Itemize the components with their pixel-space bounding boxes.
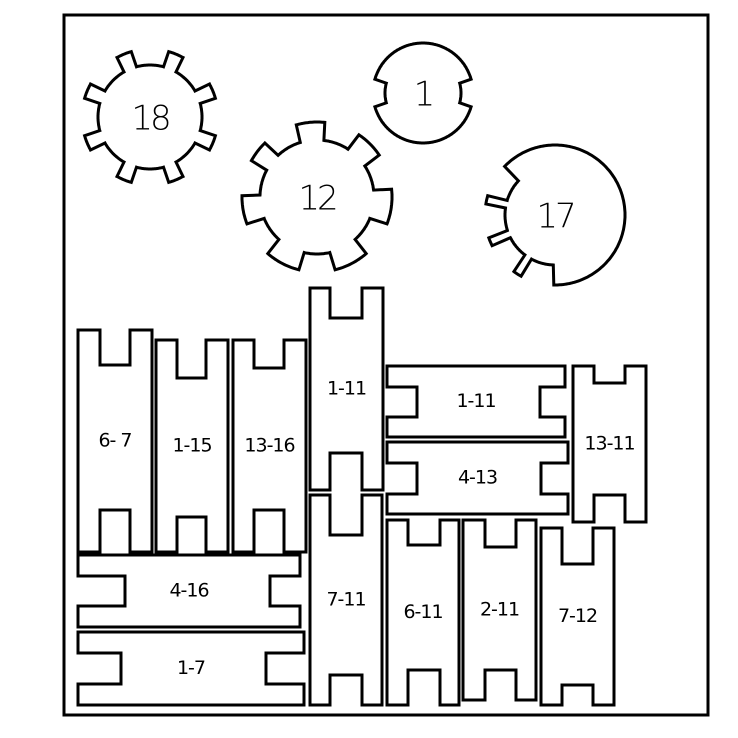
block-outline bbox=[539, 526, 616, 707]
gear-label: 12 bbox=[298, 179, 336, 219]
block-label: 1-15 bbox=[172, 435, 211, 457]
gear-piece-1: 1 bbox=[372, 41, 474, 145]
block-label: 4-13 bbox=[458, 467, 497, 489]
block-piece-7-12: 7-12 bbox=[539, 526, 616, 707]
block-label: 1-7 bbox=[177, 657, 205, 679]
block-label: 7-11 bbox=[326, 589, 365, 611]
block-label: 1-11 bbox=[327, 378, 366, 400]
gear-label: 18 bbox=[131, 99, 169, 139]
block-piece-6-7: 6- 7 bbox=[76, 328, 154, 554]
sheet-border bbox=[62, 13, 710, 717]
gear-piece-12: 12 bbox=[240, 120, 394, 272]
block-piece-13-11: 13-11 bbox=[571, 364, 648, 524]
block-piece-1-15: 1-15 bbox=[154, 338, 230, 554]
block-label: 4-16 bbox=[169, 580, 208, 602]
block-piece-7-11: 7-11 bbox=[308, 493, 384, 707]
gear-label: 17 bbox=[536, 197, 573, 237]
block-outline bbox=[461, 518, 538, 702]
block-label: 13-11 bbox=[584, 433, 634, 455]
block-outline bbox=[154, 338, 230, 554]
block-piece-1-7: 1-7 bbox=[76, 630, 306, 707]
block-outline bbox=[76, 630, 306, 707]
gear-outline bbox=[82, 49, 218, 185]
block-label: 6- 7 bbox=[98, 430, 131, 452]
block-outline bbox=[76, 553, 302, 629]
block-label: 7-12 bbox=[558, 605, 597, 627]
block-outline bbox=[308, 286, 385, 492]
block-label: 1-11 bbox=[456, 390, 495, 412]
block-outline bbox=[571, 364, 648, 524]
block-piece-1-11: 1-11 bbox=[385, 364, 567, 439]
gear-piece-17: 17 bbox=[484, 143, 627, 287]
block-piece-2-11: 2-11 bbox=[461, 518, 538, 702]
block-outline bbox=[76, 328, 154, 554]
block-label: 2-11 bbox=[480, 599, 519, 621]
block-outline bbox=[308, 493, 384, 707]
block-label: 13-16 bbox=[244, 435, 294, 457]
gear-outline bbox=[240, 120, 394, 272]
block-outline bbox=[385, 518, 461, 707]
block-piece-4-13: 4-13 bbox=[385, 440, 570, 516]
block-piece-1-11: 1-11 bbox=[308, 286, 385, 492]
gear-label: 1 bbox=[414, 75, 433, 115]
block-outline bbox=[231, 338, 308, 554]
block-label: 6-11 bbox=[403, 601, 442, 623]
block-piece-6-11: 6-11 bbox=[385, 518, 461, 707]
gear-outline bbox=[372, 41, 474, 145]
block-piece-13-16: 13-16 bbox=[231, 338, 308, 554]
block-outline bbox=[385, 364, 567, 439]
block-piece-4-16: 4-16 bbox=[76, 553, 302, 629]
gear-piece-18: 18 bbox=[82, 49, 218, 185]
gear-outline bbox=[484, 143, 627, 287]
block-outline bbox=[385, 440, 570, 516]
